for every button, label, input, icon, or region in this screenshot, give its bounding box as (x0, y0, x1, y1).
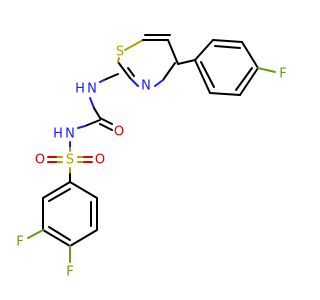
bond-c4-n3-n (154, 79, 164, 87)
bond-ar6-ar1 (194, 59, 211, 94)
bond-c2-s1b (127, 67, 135, 77)
bond-br1-br2 (69, 181, 98, 199)
bond-c2-s1-edge (117, 61, 125, 71)
bond-c2-s1a (123, 69, 131, 79)
bond-br4-br5 (42, 229, 71, 247)
atom-n3-label: N (141, 79, 151, 94)
bond-ar3-ar4 (241, 41, 259, 69)
bond-br5-f2 (27, 229, 44, 239)
atom-h2-label: H (53, 127, 63, 142)
bond-c5-c4-edge (167, 39, 179, 65)
molecule-canvas: S N N H N H O S O O F F F (16, 34, 287, 280)
bond-ar4-ar5 (239, 67, 259, 96)
atom-f1-label: F (279, 67, 286, 82)
bond-nh-co-n (89, 97, 95, 109)
bond-br6-br1 (42, 181, 71, 199)
bond-c4-n3 (162, 62, 176, 81)
bond-c2-s1-s (117, 57, 120, 63)
bond-c4-ar (177, 59, 196, 65)
bond-ar4-f1 (257, 67, 276, 73)
atom-s1-label: S (116, 45, 124, 60)
atom-o2-label: O (35, 153, 45, 168)
bond-ar1-ar2 (194, 39, 214, 61)
atom-f3-label: F (66, 265, 73, 280)
bond-co-o-b (99, 123, 113, 131)
bond-c2-nh (103, 73, 119, 81)
bond-co-nh2 (84, 119, 101, 127)
bond-co-o-a (99, 117, 113, 125)
bond-c2-nh-n (99, 79, 105, 83)
atom-labels: S N N H N H O S O O F F F (16, 45, 286, 280)
atom-nh2-label: N (65, 127, 75, 142)
atom-s2-label: S (66, 153, 74, 168)
bond-ar2-ar3 (212, 39, 243, 43)
bonds (27, 34, 276, 263)
bond-s1-c5 (124, 39, 144, 51)
bond-co-nh2-n (77, 125, 86, 129)
bond-ar6-ar1-inner (200, 61, 215, 88)
bond-br3-br4 (69, 229, 98, 247)
bond-ar4-ar5-inner (235, 67, 253, 91)
bond-n3-c2 (129, 77, 139, 87)
molecule-structure: S N N H N H O S O O F F F (16, 34, 287, 280)
atom-o3-label: O (95, 153, 105, 168)
bond-ar2-ar3-inner (214, 45, 241, 49)
bond-br6-br1-inner (48, 188, 71, 202)
atom-f2-label: F (16, 235, 23, 250)
atom-nh-label: N (87, 82, 97, 97)
bond-ar5-ar6 (209, 92, 241, 96)
atom-o1-label: O (114, 125, 124, 140)
bond-br4-br5-inner (48, 226, 71, 241)
bond-nh-co (93, 107, 101, 119)
atom-h1-label: H (75, 82, 85, 97)
